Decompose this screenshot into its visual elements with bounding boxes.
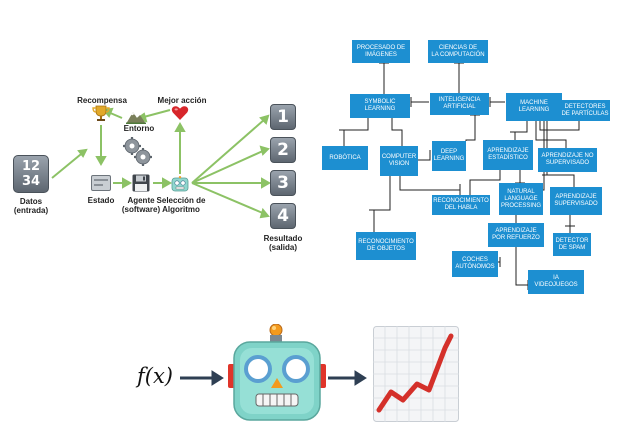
mm-node-cv: Computer Vision bbox=[380, 146, 418, 176]
mm-node-estadistico: Aprendizaje Estadístico bbox=[483, 140, 533, 170]
output-box-1: 1 bbox=[270, 104, 296, 130]
mm-node-coches: Coches Autónomos bbox=[452, 251, 498, 277]
mm-line-cv-dl bbox=[418, 150, 431, 161]
mm-node-ml: Machine Learning bbox=[506, 93, 562, 121]
mm-line-symbolic-cv bbox=[391, 118, 403, 146]
function-label: f(x) bbox=[137, 364, 174, 388]
mm-node-habla: Reconocimiento del Habla bbox=[432, 195, 490, 215]
mm-line-ia-dl bbox=[465, 115, 476, 141]
mm-node-dl: Deep Learning bbox=[432, 141, 466, 171]
mm-line-estadistico-habla bbox=[469, 170, 501, 195]
output-box-3: 3 bbox=[270, 170, 296, 196]
output-box-2: 2 bbox=[270, 137, 296, 163]
mm-line-cv-objetos bbox=[373, 176, 391, 232]
mm-node-objetos: Reconocimiento de Objetos bbox=[356, 232, 416, 260]
gears-icon bbox=[123, 137, 152, 166]
mm-line-cv-habla bbox=[399, 176, 460, 191]
mm-node-ciencias: Ciencias de la Computación bbox=[428, 40, 488, 63]
entorno-label: Entorno bbox=[123, 124, 155, 133]
recompensa-label: Recompensa bbox=[77, 96, 127, 105]
mm-line-ml-nosup bbox=[535, 121, 567, 148]
mm-node-ia: Inteligencia Artificial bbox=[430, 93, 489, 115]
heart-icon bbox=[171, 106, 189, 120]
estado-box-icon bbox=[91, 175, 111, 191]
robot-icon bbox=[228, 324, 326, 421]
floppy-disk-icon bbox=[132, 174, 150, 192]
datos-label: Datos (entrada) bbox=[13, 197, 49, 215]
mm-line-symbolic-robotica bbox=[343, 118, 369, 146]
mm-node-procesado: Procesado de Imágenes bbox=[352, 40, 410, 63]
arrow-datos-estado bbox=[51, 149, 87, 179]
mm-node-robotica: Robótica bbox=[322, 146, 368, 170]
mm-node-detectores: Detectores de Partículas bbox=[560, 100, 610, 121]
datos-icon: 12 34 bbox=[13, 155, 49, 193]
mejor-accion-label: Mejor acción bbox=[157, 96, 207, 105]
mm-line-refuerzo-videojuegos bbox=[515, 247, 528, 286]
mm-node-videojuegos: IA Videojuegos bbox=[528, 270, 584, 294]
arrow-out-2 bbox=[191, 149, 266, 184]
trophy-icon bbox=[92, 105, 110, 121]
estado-label: Estado bbox=[87, 196, 115, 205]
arrow-out-1 bbox=[191, 118, 266, 184]
rising-chart-icon bbox=[373, 326, 459, 422]
mm-node-nlp: Natural Language Processing bbox=[499, 183, 543, 215]
mm-line-ml-estadistico bbox=[514, 121, 528, 140]
mm-node-refuerzo: Aprendizaje por Refuerzo bbox=[488, 223, 544, 247]
robot-small-icon bbox=[171, 176, 189, 192]
arrow-out-4 bbox=[191, 182, 266, 215]
mm-node-nosup: Aprendizaje No Supervisado bbox=[538, 148, 597, 172]
seleccion-label: Selección de Algoritmo bbox=[156, 196, 206, 214]
mm-node-sup: Aprendizaje Supervisado bbox=[550, 187, 602, 215]
mountain-icon bbox=[126, 112, 146, 124]
output-box-4: 4 bbox=[270, 203, 296, 229]
mm-node-symbolic: Symbolic Learning bbox=[350, 94, 410, 118]
resultado-label: Resultado (salida) bbox=[263, 234, 303, 252]
mm-node-spam: Detector de Spam bbox=[553, 233, 591, 256]
mm-line-ml-detectores bbox=[539, 121, 580, 131]
agente-label: Agente (software) bbox=[121, 196, 161, 214]
